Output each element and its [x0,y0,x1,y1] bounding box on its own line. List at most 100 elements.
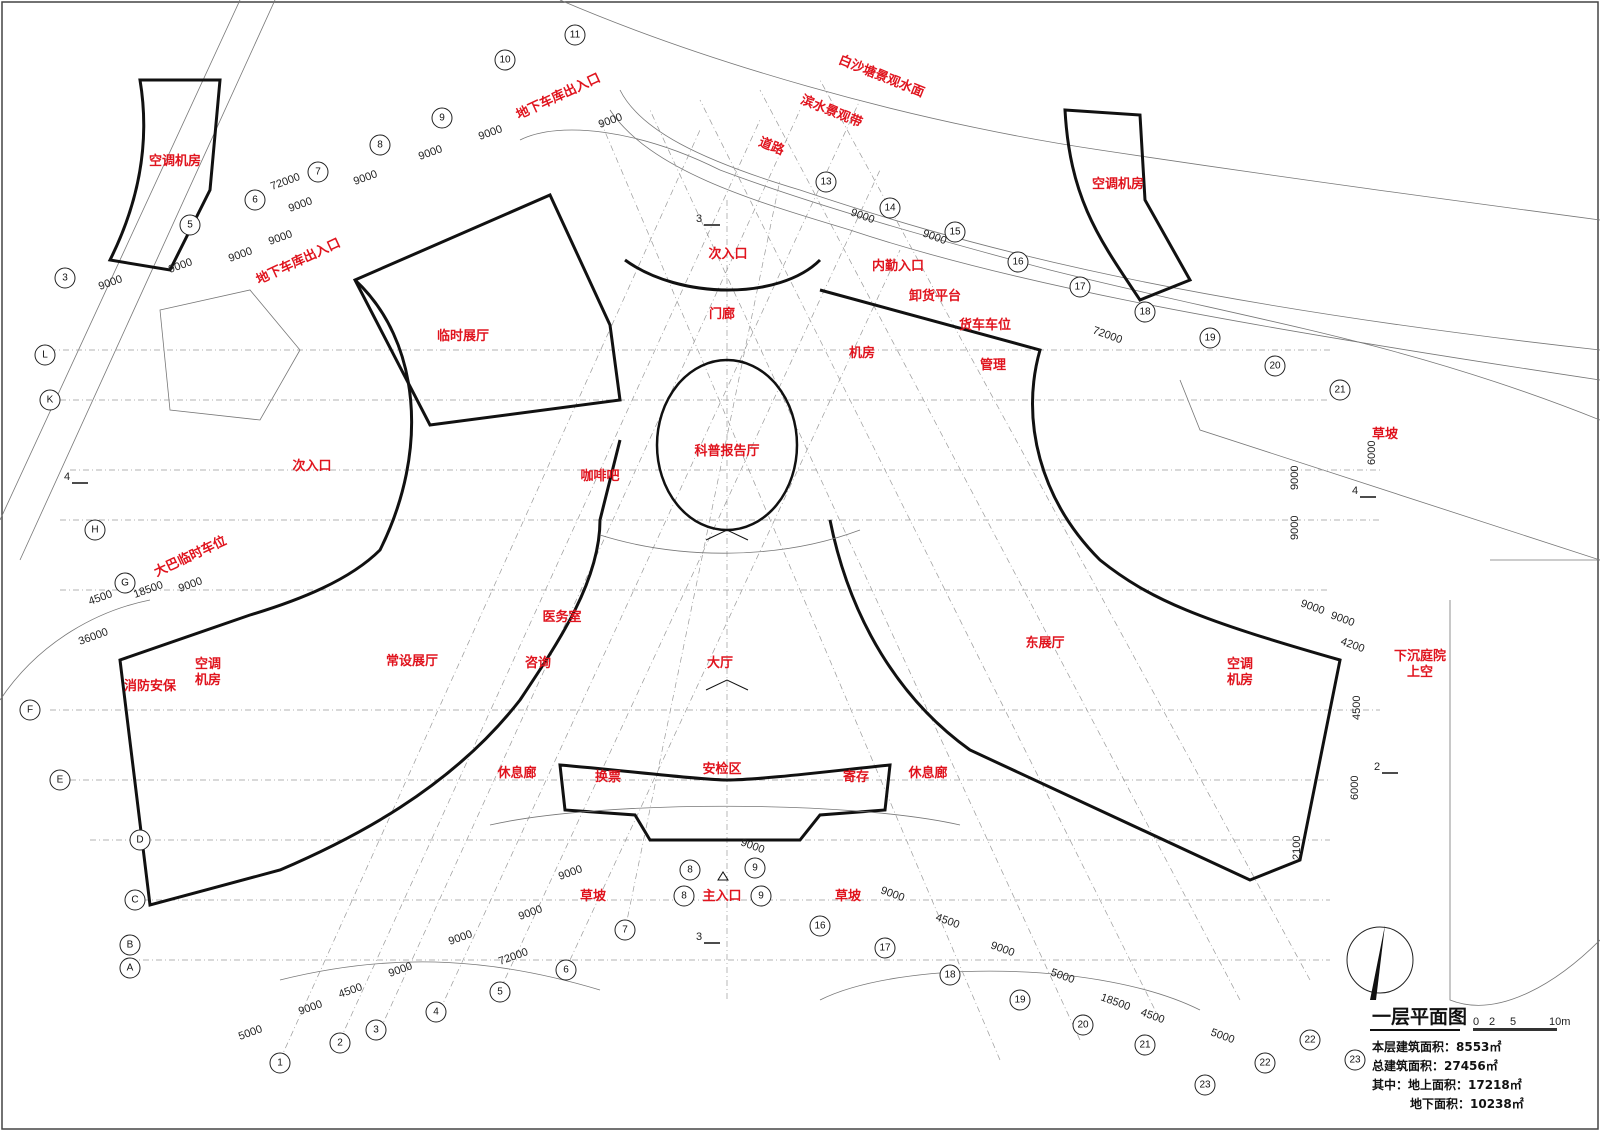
svg-text:B: B [127,940,134,951]
svg-text:14: 14 [884,203,896,214]
section-mark: 2 [1374,761,1380,773]
section-mark: 4 [1352,485,1358,497]
room-label: 卸货平台 [909,288,961,304]
room-label: 常设展厅 [386,653,438,669]
room-label: 空调机房 [1092,176,1144,192]
dimension-label: 6000 [1349,776,1361,800]
rest-corridor-line [489,805,961,826]
room-label: 门廊 [709,306,735,322]
svg-text:E: E [57,775,64,786]
svg-text:9: 9 [758,891,764,902]
temporary-exhibition-walls [352,193,622,427]
section-mark: 3 [696,931,702,943]
portico-walls [624,258,822,292]
security-area-walls [558,763,892,842]
svg-text:21: 21 [1334,385,1346,396]
site-lines [0,0,1600,1011]
grid-axis-bubble: H [84,519,106,541]
svg-text:7: 7 [622,925,628,936]
svg-text:5: 5 [497,987,503,998]
grid-line [624,179,781,931]
below-ground-area: 地下面积：10238㎡ [1410,1096,1524,1111]
svg-text:23: 23 [1199,1080,1211,1091]
grid-axis-bubble: 8 [679,859,701,881]
svg-text:8: 8 [681,891,687,902]
grid-axis-bubble: 5 [489,981,511,1003]
svg-text:D: D [136,835,143,846]
room-label: 东展厅 [1025,635,1064,651]
building-walls [107,78,1342,907]
dimension-label: 4500 [1351,696,1363,720]
grid-axis-bubble: 18 [939,964,961,986]
grid-axis-bubble: 16 [809,915,831,937]
grid-axis-bubble: 7 [614,919,636,941]
grid-axis-bubble: F [19,699,41,721]
east-exhibition-walls [819,288,1342,882]
svg-text:4: 4 [433,1007,439,1018]
svg-text:9: 9 [752,863,758,874]
grid-axis-bubble: 5 [179,214,201,236]
grid-axis-bubble: 21 [1329,379,1351,401]
above-ground-area: 其中：地上面积：17218㎡ [1372,1077,1522,1092]
grid-axis-bubble: 13 [815,171,837,193]
grid-axis-bubble: C [124,889,146,911]
ac-room-left-walls [107,78,222,272]
svg-text:20: 20 [1269,361,1281,372]
room-label: 咨询 [525,655,551,671]
grid-line [649,109,1081,1041]
svg-text:C: C [131,895,138,906]
svg-text:11: 11 [570,30,581,41]
svg-text:K: K [47,395,54,406]
floor-area: 本层建筑面积：8553㎡ [1372,1039,1501,1054]
grid-axis-bubble: 6 [244,189,266,211]
grid-axis-bubble: 8 [369,134,391,156]
svg-text:8: 8 [687,865,693,876]
room-label: 临时展厅 [437,328,489,344]
room-label: 咖啡吧 [580,468,619,484]
room-label: 机房 [849,345,875,361]
grid-axis-bubble: 16 [1007,251,1029,273]
svg-text:13: 13 [820,177,832,188]
grid-axis-bubble: 9 [744,857,766,879]
room-label: 空调机房 [149,153,201,169]
grid-axis-bubble: 23 [1194,1074,1216,1096]
svg-text:7: 7 [315,167,321,178]
grid-line [279,129,701,1061]
grid-line [599,119,1001,1061]
grid-axis-bubble: 20 [1264,355,1286,377]
room-label: 休息廊 [496,765,536,781]
svg-text:22: 22 [1259,1058,1271,1069]
room-label: 空调机房 [195,656,221,688]
room-label: 草坡 [580,888,607,904]
svg-text:17: 17 [1074,282,1086,293]
grid-line [439,99,861,1011]
grid-axis-bubble: 3 [54,267,76,289]
grid-axis-bubble: 21 [1134,1034,1156,1056]
grid-axis-bubble: 19 [1199,327,1221,349]
svg-text:21: 21 [1139,1040,1151,1051]
grid-axis-bubble: 1 [269,1052,291,1074]
grid-axis-bubble: 18 [1134,301,1156,323]
room-label: 科普报告厅 [694,443,759,459]
grid-line [569,249,901,961]
grid-axis-bubble: 17 [874,937,896,959]
svg-text:8: 8 [377,140,383,151]
ac-room-right-walls [1063,108,1193,302]
svg-text:H: H [91,525,98,536]
hall-arc-line [599,529,861,554]
legend-title: 一层平面图 [1372,1006,1467,1028]
grid-axis-bubble: 20 [1072,1014,1094,1036]
dimension-label: 2100 [1291,836,1303,860]
room-label: 主入口 [702,888,741,904]
svg-text:18: 18 [1139,307,1151,318]
svg-text:3: 3 [62,273,68,284]
svg-text:23: 23 [1349,1055,1361,1066]
svg-text:15: 15 [949,227,961,238]
room-label: 管理 [980,357,1006,373]
grid-axis-bubble: B [119,934,141,956]
svg-text:18: 18 [944,970,956,981]
svg-text:5: 5 [187,220,193,231]
grid-axis-bubble: 14 [879,197,901,219]
